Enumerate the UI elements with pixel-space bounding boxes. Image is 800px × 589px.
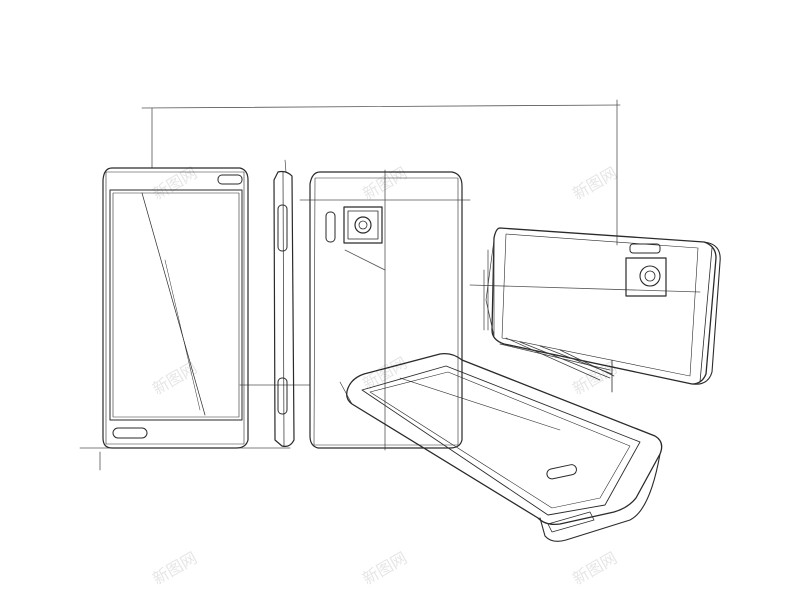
camera-module-icon	[625, 257, 667, 297]
phone-front-view	[102, 167, 249, 449]
volume-button-icon	[277, 204, 288, 252]
phone-perspective-front	[339, 352, 663, 542]
phone-perspective-back	[483, 227, 721, 393]
home-button-icon	[112, 427, 148, 439]
home-button-icon	[546, 464, 577, 480]
phone-side-view	[273, 159, 295, 447]
phone-back-view	[309, 171, 463, 449]
earpiece-icon	[217, 174, 243, 185]
camera-module-icon	[343, 206, 383, 244]
camera-lens-icon	[639, 265, 661, 287]
construction-lines	[79, 99, 701, 471]
camera-lens-icon	[354, 216, 372, 234]
side-button-icon	[277, 377, 288, 415]
